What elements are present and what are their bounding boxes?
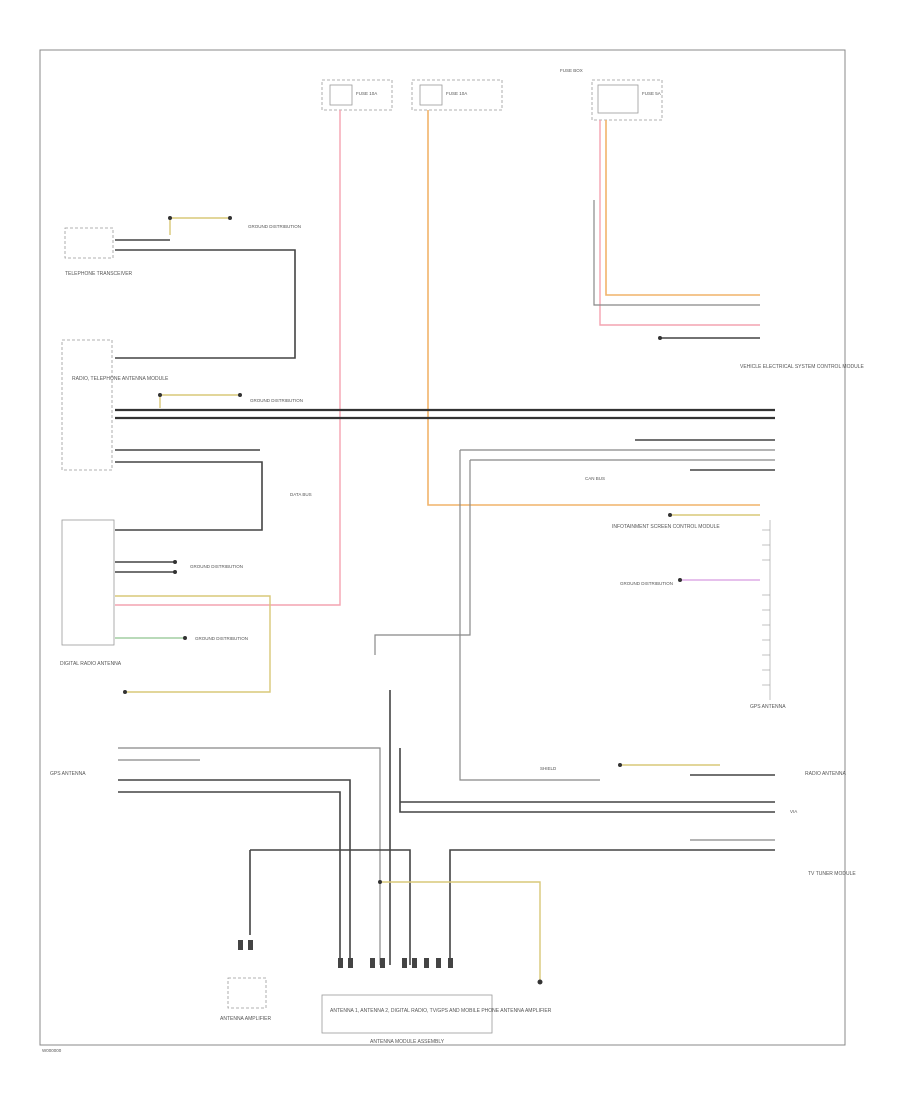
right-connector-pins: [762, 520, 771, 700]
wire-right-2: [459, 449, 775, 781]
can-bus-label: CAN BUS: [585, 476, 605, 481]
fuse-label-2: FUSE 10A: [446, 91, 467, 96]
fuse-box-label: FUSE BOX: [560, 68, 583, 73]
telephone-transceiver-label: TELEPHONE TRANSCEIVER: [65, 271, 133, 277]
wire-orange-feed: [427, 110, 760, 506]
fuse-box-left: FUSE 10A: [321, 79, 393, 111]
wire-orange-right: [605, 120, 760, 296]
splice-dots: [123, 216, 682, 884]
wire-right-3: [374, 459, 775, 655]
diagram-frame: [39, 49, 846, 1046]
wire-yellow-dra: [115, 595, 271, 693]
ground-label-1: GROUND DISTRIBUTION: [248, 224, 301, 229]
wire-yellow-mid: [159, 394, 240, 408]
wire-antenna-amp-2: [250, 849, 411, 965]
wire-lower-7: [449, 849, 775, 965]
wire-pink-feed: [115, 110, 341, 606]
ground-label-4: GROUND DISTRIBUTION: [195, 636, 248, 641]
shield-label: SHIELD: [540, 766, 557, 771]
wire-lower-4: [118, 791, 341, 965]
antenna-module-assembly: ANTENNA 1, ANTENNA 2, DIGITAL RADIO, TV/…: [321, 994, 552, 1045]
tv-tuner-label: TV TUNER MODULE: [808, 871, 856, 877]
wire-lower-1: [118, 747, 381, 965]
antenna-amplifier-note: ANTENNA 1, ANTENNA 2, DIGITAL RADIO, TV/…: [330, 1008, 552, 1014]
screen-control-label: INFOTAINMENT SCREEN CONTROL MODULE: [612, 524, 720, 530]
fuse-box-right: FUSE 5A FUSE BOX: [560, 68, 663, 121]
wire-pink-right: [599, 120, 760, 326]
tv-tuner-module: TV TUNER MODULE: [808, 871, 856, 877]
digital-radio-antenna-module: DIGITAL RADIO ANTENNA: [60, 519, 122, 667]
telephone-transceiver-module: TELEPHONE TRANSCEIVER: [64, 227, 133, 277]
wire-yellow-ground: [380, 881, 541, 980]
antenna-amplifier: ANTENNA AMPLIFIER: [220, 977, 272, 1022]
fuse-label-3: FUSE 5A: [642, 91, 661, 96]
telephone-antenna-module: RADIO, TELEPHONE ANTENNA MODULE: [61, 339, 169, 471]
antenna-module-assembly-label: ANTENNA MODULE ASSEMBLY: [370, 1039, 445, 1045]
vehicle-electrical-label: VEHICLE ELECTRICAL SYSTEM CONTROL MODULE: [740, 364, 864, 370]
ground-label-3: GROUND DISTRIBUTION: [190, 564, 243, 569]
wire-black-tam-loop: [115, 461, 263, 531]
wire-lower-6: [399, 748, 775, 813]
wire-black-tt-loop: [115, 249, 296, 359]
radio-antenna-module: RADIO ANTENNA: [805, 771, 847, 777]
via-label: VIA: [790, 809, 797, 814]
telephone-antenna-label: RADIO, TELEPHONE ANTENNA MODULE: [72, 376, 169, 382]
wire-lower-3: [118, 779, 351, 965]
fuse-label-1: FUSE 10A: [356, 91, 377, 96]
ground-label-2: GROUND DISTRIBUTION: [250, 398, 303, 403]
wire-gray-right-1: [593, 200, 760, 306]
wire-yellow-top: [169, 217, 230, 235]
gps-antenna-right-label: GPS ANTENNA: [750, 704, 786, 710]
antenna-amplifier-label: ANTENNA AMPLIFIER: [220, 1016, 272, 1022]
data-bus-label: DATA BUS: [290, 492, 312, 497]
radio-antenna-label: RADIO ANTENNA: [805, 771, 847, 777]
ground-label-5: GROUND DISTRIBUTION: [620, 581, 673, 586]
footer-code: W000000: [42, 1048, 62, 1053]
assembly-connector-stubs: [238, 940, 453, 968]
digital-radio-antenna-label: DIGITAL RADIO ANTENNA: [60, 661, 122, 667]
ground-point: [537, 979, 543, 985]
fuse-box-mid: FUSE 10A: [411, 79, 503, 111]
gps-antenna-label: GPS ANTENNA: [50, 771, 86, 777]
